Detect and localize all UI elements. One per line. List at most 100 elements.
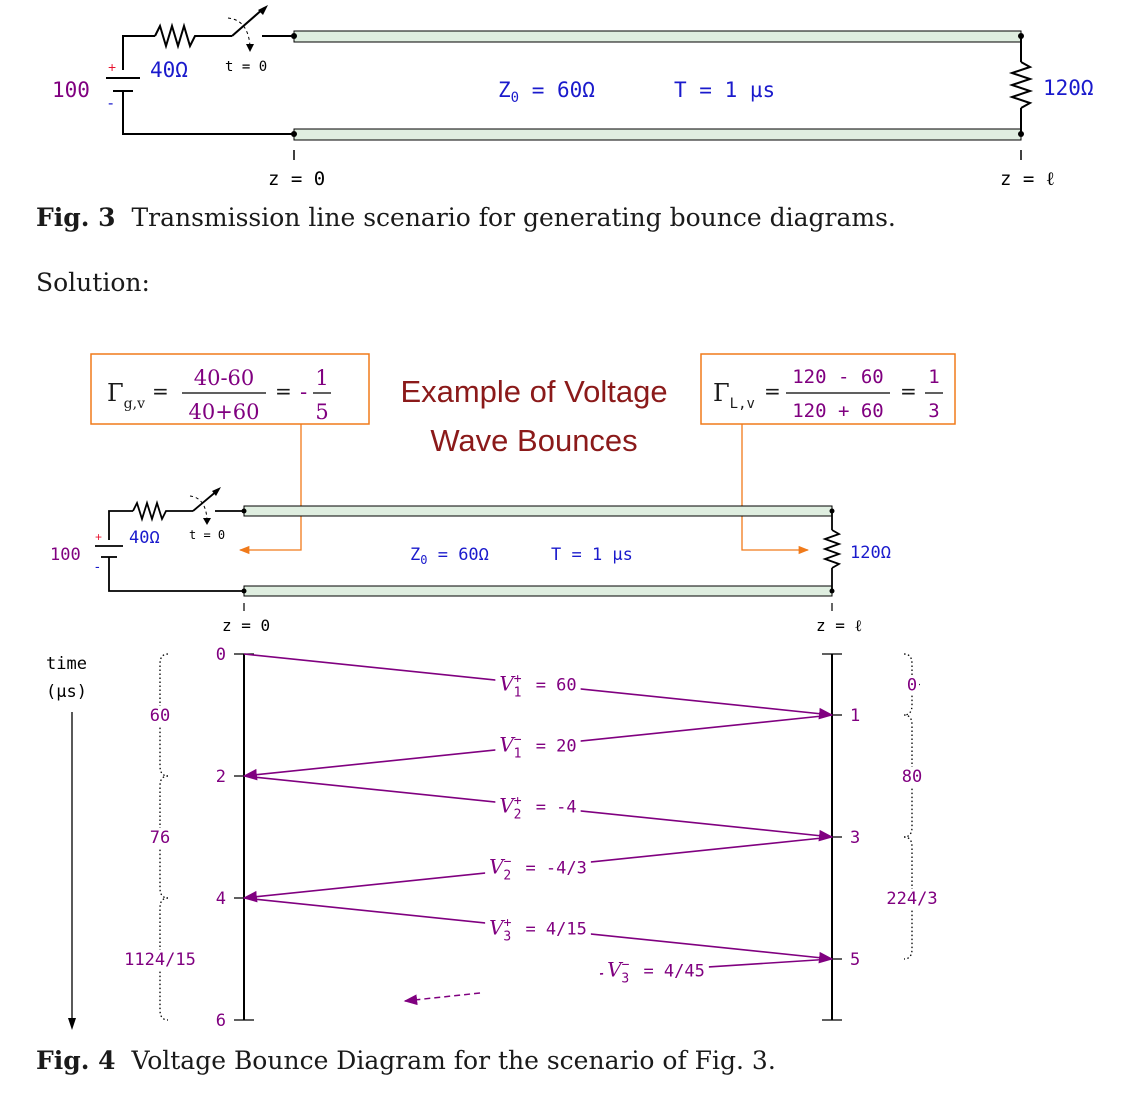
fig3-source-resistance: 40Ω [150, 58, 188, 82]
left-tick-label: 0 [216, 645, 226, 665]
right-tick-label: 5 [850, 950, 860, 970]
fig3-source-wire [122, 35, 155, 70]
left-tick-label: 4 [216, 889, 226, 909]
fig4-switch-arc-arrow [203, 518, 211, 525]
left-brace-label: 60 [150, 706, 170, 726]
time-label-2: (µs) [46, 682, 87, 702]
fig3-source-voltage: 100 [52, 78, 90, 102]
fig4-node-bottom [241, 588, 247, 594]
gamma-l-res-num: 1 [928, 366, 939, 388]
fig4-source-resistance: 40Ω [129, 528, 160, 548]
wave-label-bg [603, 956, 709, 988]
gamma-g-num: 40-60 [194, 366, 255, 390]
fig3-caption: Fig. 3 Transmission line scenario for ge… [36, 203, 896, 232]
wave-label: V+1 = 60 [499, 672, 576, 701]
fig4-title-line2: Wave Bounces [430, 423, 637, 458]
right-brace [903, 653, 921, 716]
brace-label-bg [904, 675, 920, 696]
fig4-caption: Fig. 4 Voltage Bounce Diagram for the sc… [36, 1046, 776, 1075]
fig4-load-resistance: 120Ω [850, 543, 891, 563]
gamma-l-eq2: = [900, 379, 917, 403]
fig4-source-wire [108, 510, 133, 540]
right-brace-label: 224/3 [886, 889, 937, 909]
fig4-caption-num: Fig. 4 [36, 1046, 116, 1075]
gamma-l-connector [741, 424, 810, 555]
right-tick-label: 3 [850, 828, 860, 848]
fig4-switch-label: t = 0 [189, 528, 225, 542]
gamma-l-den: 120 + 60 [792, 400, 884, 422]
fig4-switch-arrow [212, 487, 221, 496]
right-brace-label: 0 [907, 676, 917, 696]
fig3-caption-num: Fig. 3 [36, 203, 116, 232]
fig3-z-start: z = 0 [268, 168, 325, 190]
gamma-l-symbol: ΓL,v [713, 379, 755, 412]
fig4-z-start: z = 0 [222, 616, 270, 635]
solution-label: Solution: [36, 268, 150, 297]
fig3-resistor-40 [154, 22, 232, 50]
right-tick-label: 1 [850, 706, 860, 726]
gamma-g-sign: - [300, 380, 307, 404]
fig3-load-resistance: 120Ω [1043, 76, 1094, 100]
wave-label: V+3 = 4/15 [489, 916, 587, 945]
fig4-node-top [241, 508, 247, 514]
left-tick-label: 6 [216, 1011, 226, 1031]
fig3-node-bottom [291, 131, 297, 137]
bounce-wave: V+1 = 60 [243, 653, 834, 720]
fig3-load-node-bottom [1018, 131, 1024, 137]
brace-label-bg [147, 828, 173, 848]
fig4-switch-arc [189, 495, 208, 521]
wave-label-bg [495, 670, 581, 702]
brace-label-bg [899, 767, 925, 787]
gamma-g-res-num: 1 [315, 366, 328, 390]
time-arrow-head [68, 1018, 76, 1030]
gamma-g-eq2: = [275, 379, 292, 403]
fig3-load-node-top [1018, 33, 1024, 39]
fig4-load-resistor [822, 529, 842, 569]
fig4-resistor-40 [132, 499, 193, 523]
bounce-wave: V−1 = 20 [242, 714, 833, 781]
fig3-load-resistor [1008, 61, 1034, 109]
bounce-lines: V+1 = 60 V−1 = 20 V+2 = -4 V−2 = -4/3V+3 = … [242, 653, 834, 1006]
wave-label-bg [495, 731, 581, 763]
fig4-delay-label: T = 1 µs [551, 545, 633, 565]
wave-label: V−1 = 20 [499, 733, 576, 762]
fig3-caption-text: Transmission line scenario for generatin… [131, 203, 896, 232]
wave-label-bg [495, 792, 581, 824]
fig3-switch-label: t = 0 [225, 59, 267, 75]
fig3-switch-arc-arrow [246, 44, 254, 52]
fig4-z0-label: Z0 = 60Ω [410, 545, 489, 567]
wave-label: V+2 = -4 [499, 794, 576, 823]
brace-label-bg [147, 706, 173, 726]
fig3-return-wire [122, 91, 294, 135]
fig4-title-line1: Example of Voltage [400, 374, 667, 409]
brace-label-bg [122, 950, 198, 970]
fig3-delay-label: T = 1 µs [674, 78, 775, 102]
fig4-z-end: z = ℓ [816, 616, 863, 635]
gamma-g-symbol: Γg,v [107, 379, 145, 412]
fig4-battery-minus: - [95, 558, 100, 574]
gamma-l-box [700, 353, 956, 425]
fig4-load-node-bottom [829, 588, 835, 594]
fig3-circuit: + - 100 40Ω t = 0 Z0 = 60Ω T = 1 µs 120Ω… [52, 5, 1094, 190]
time-ticks: 0 2 4 6 1 3 5 [216, 645, 861, 1031]
fig3-battery-plus: + [108, 59, 116, 75]
right-brace-label: 80 [902, 767, 922, 787]
gamma-l-res-den: 3 [928, 400, 939, 422]
bounce-wave: V−3 = 4/45 [599, 956, 833, 988]
fig4-top-conductor [243, 505, 833, 517]
bounce-wave: V−2 = -4/3 [242, 836, 833, 903]
left-tick-label: 2 [216, 767, 226, 787]
fig4-return-wire [108, 557, 244, 592]
wave-label: V−2 = -4/3 [489, 855, 587, 884]
fig3-z-end: z = ℓ [1000, 168, 1055, 190]
fig4-switch-blade [192, 489, 219, 512]
left-brace-label: 76 [150, 828, 170, 848]
fig3-battery-minus: - [108, 95, 113, 112]
time-label-1: time [46, 654, 87, 674]
wave-label: V−3 = 4/45 [607, 957, 705, 986]
fig3-switch-blade [231, 7, 265, 37]
gamma-g-connector [238, 424, 302, 555]
